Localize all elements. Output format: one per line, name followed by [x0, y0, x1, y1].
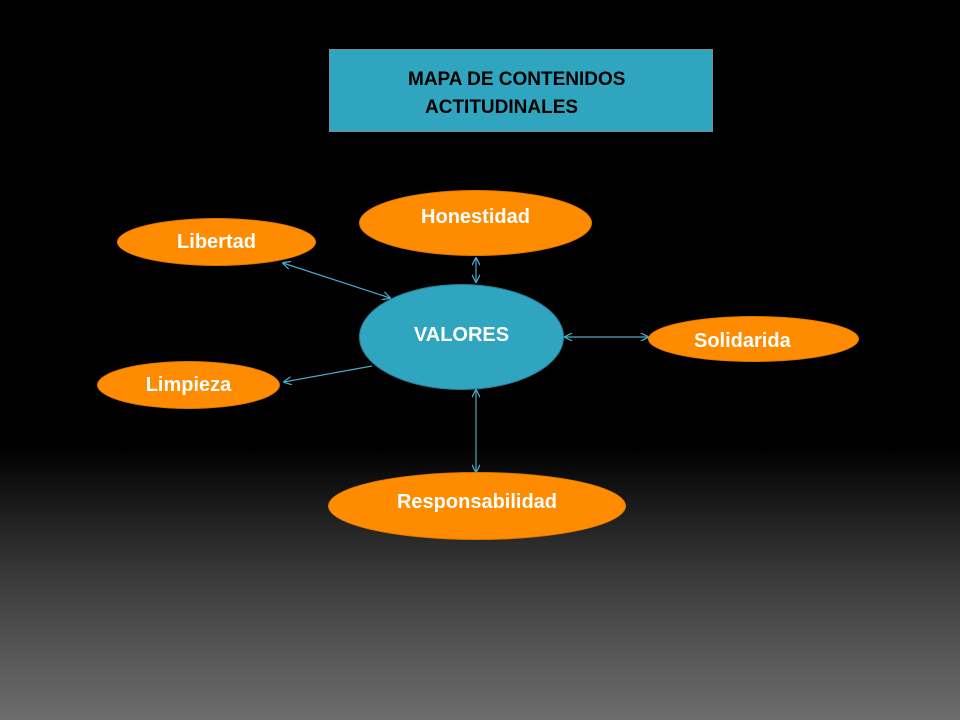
node-limpieza: Limpieza: [97, 361, 280, 409]
title-box: MAPA DE CONTENIDOS ACTITUDINALES: [329, 49, 713, 132]
arrow-center-limpieza: [284, 365, 373, 382]
node-valores: VALORES: [359, 284, 564, 390]
node-libertad: Libertad: [117, 218, 316, 266]
node-responsabilidad-label: Responsabilidad: [396, 490, 558, 513]
node-solidaridad: Solidarida: [648, 316, 859, 362]
node-limpieza-label: Limpieza: [145, 373, 232, 396]
node-solidaridad-label: Solidarida: [694, 329, 791, 352]
node-responsabilidad: Responsabilidad: [328, 472, 626, 540]
node-honestidad: Honestidad: [359, 190, 592, 256]
node-valores-label: VALORES: [413, 323, 510, 346]
title-line-1: MAPA DE CONTENIDOS: [408, 69, 626, 90]
node-libertad-label: Libertad: [177, 230, 256, 253]
title-line-2: ACTITUDINALES: [425, 97, 579, 118]
arrow-center-libertad: [283, 263, 390, 298]
node-honestidad-label: Honestidad: [421, 205, 530, 228]
